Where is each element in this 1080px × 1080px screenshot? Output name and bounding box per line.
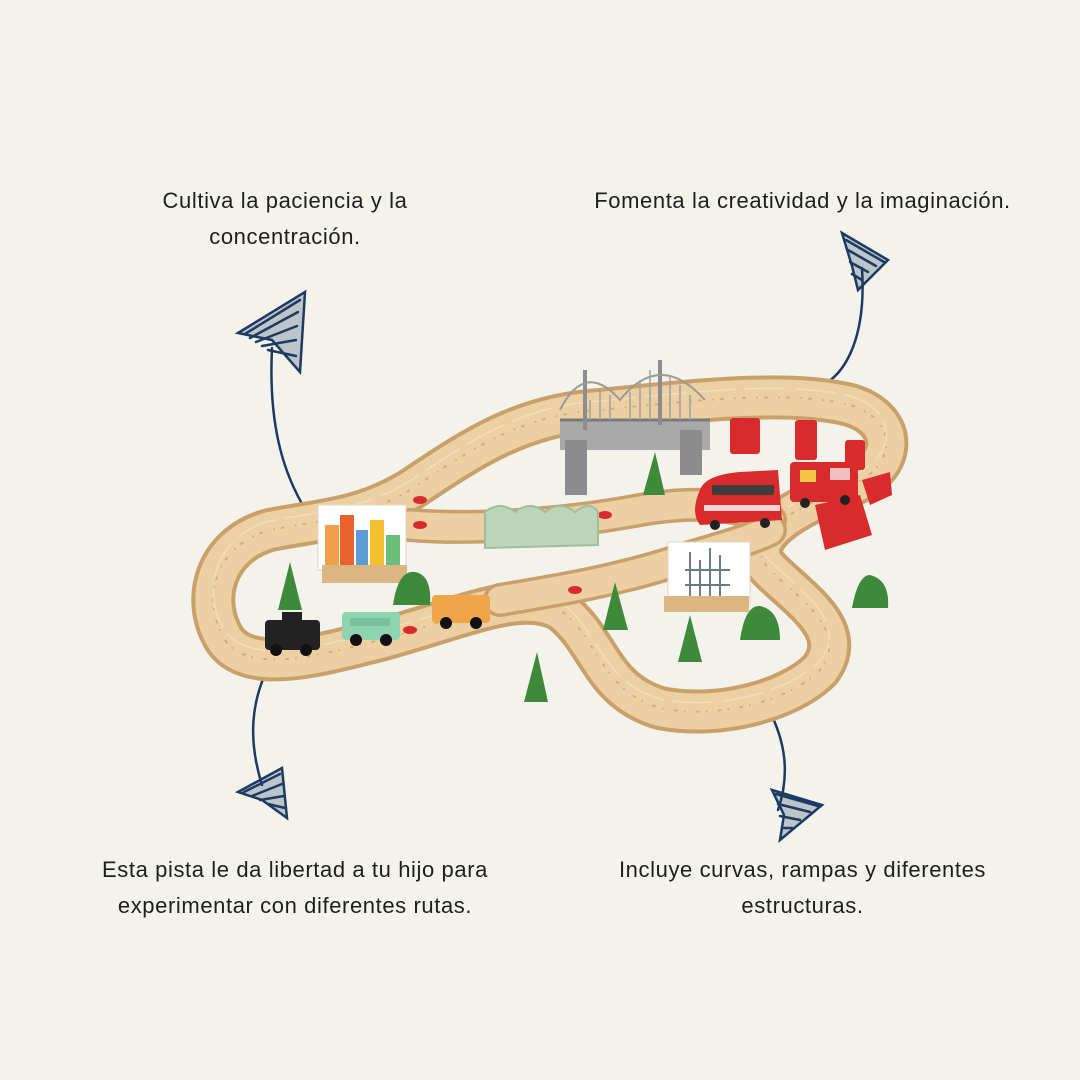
caption-creativity: Fomenta la creatividad y la imaginación. (540, 183, 1065, 219)
red-train (695, 462, 858, 530)
caption-freedom-line2: experimentar con diferentes rutas. (117, 893, 473, 918)
arrow-up-left-icon (234, 289, 314, 522)
construction-board (664, 541, 751, 612)
caption-structures-line1: Incluye curvas, rampas y diferentes (618, 857, 987, 882)
caption-freedom-line1: Esta pista le da libertad a tu hijo para (101, 857, 488, 882)
arrow-down-left-icon (234, 658, 289, 821)
caption-structures-line2: estructuras. (741, 893, 864, 918)
track-outer-loop (191, 375, 909, 734)
caption-structures: Incluye curvas, rampas y diferentes estr… (560, 852, 1045, 924)
caption-patience: Cultiva la paciencia y la concentración. (110, 183, 460, 255)
trees (278, 452, 889, 702)
arrow-up-right-icon (810, 230, 891, 392)
arrow-down-right-icon (766, 706, 825, 844)
caption-patience-line1: Cultiva la paciencia y la (162, 188, 408, 213)
wooden-train-set-image (191, 360, 909, 734)
caption-freedom: Esta pista le da libertad a tu hijo para… (40, 852, 550, 924)
wooden-trains (265, 595, 490, 656)
caption-creativity-line1: Fomenta la creatividad y la imaginación. (594, 188, 1011, 213)
arch-bridge (484, 505, 599, 550)
city-board (317, 504, 407, 583)
caption-patience-line2: concentración. (209, 224, 361, 249)
track-connectors (403, 496, 612, 634)
suspension-bridge (559, 360, 710, 495)
